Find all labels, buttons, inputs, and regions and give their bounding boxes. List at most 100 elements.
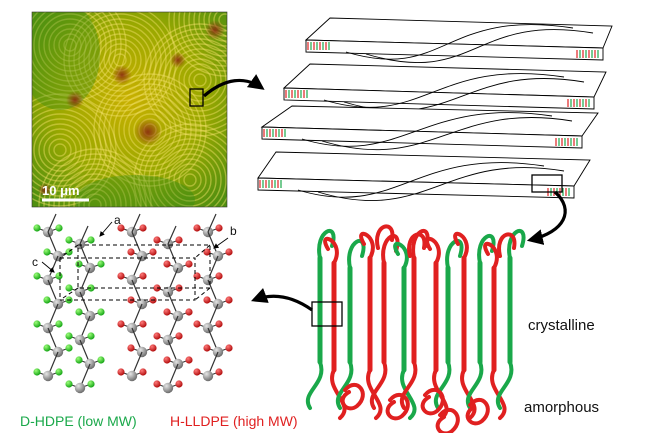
spherulite-ring xyxy=(153,143,227,207)
lattice-bond xyxy=(167,225,177,245)
lattice-bond xyxy=(79,225,89,245)
crystal-lattice xyxy=(33,213,233,394)
carbon-atom xyxy=(42,370,54,382)
hydrogen-atom xyxy=(55,272,63,280)
spherulite-ring xyxy=(188,68,212,92)
spherulite-ring xyxy=(43,153,147,207)
spherulite-ring xyxy=(98,78,202,182)
spherulite-ring xyxy=(88,28,152,92)
carbon-atom xyxy=(162,382,174,394)
hydrogen-atom xyxy=(75,260,83,268)
hydrogen-atom xyxy=(127,248,135,256)
hydrogen-atom xyxy=(75,308,83,316)
zoom-box-micrograph xyxy=(189,88,204,107)
carbon-atom xyxy=(202,370,214,382)
lattice-bond xyxy=(47,213,57,233)
lamella-twist-line xyxy=(321,117,573,151)
spherulite-ring xyxy=(193,73,207,87)
chain-fold-bottom xyxy=(433,360,452,410)
hydrogen-atom xyxy=(65,380,73,388)
chain-fold-top xyxy=(483,241,499,270)
spherulite-ring xyxy=(178,168,202,192)
carbon-atom xyxy=(126,370,138,382)
spherulite-ring xyxy=(33,123,87,177)
hydrogen-atom xyxy=(127,344,135,352)
spherulite-ring xyxy=(48,138,72,162)
hydrogen-atom xyxy=(193,368,201,376)
spherulite-ring xyxy=(168,12,227,77)
spherulite-ring xyxy=(32,12,112,87)
spherulite-ring xyxy=(163,153,217,207)
spherulite-ring xyxy=(208,12,227,37)
hydrogen-atom xyxy=(139,320,147,328)
hydrogen-atom xyxy=(97,356,105,364)
hydrogen-atom xyxy=(215,320,223,328)
spherulite-ring xyxy=(113,93,187,167)
hydrogen-atom xyxy=(153,236,161,244)
hydrogen-atom xyxy=(225,296,233,304)
chain-fold-bottom xyxy=(305,360,324,410)
chain-folding-diagram xyxy=(305,224,526,433)
lamella-twist-line xyxy=(345,24,574,60)
zoom-box-chains xyxy=(311,301,343,327)
spherulite-ring xyxy=(33,12,107,82)
spherulite-ring xyxy=(188,12,227,57)
spherulite-ring xyxy=(133,113,167,147)
chain-fold-top xyxy=(507,228,526,260)
carbon-atom xyxy=(74,382,86,394)
hydrogen-atom xyxy=(139,224,147,232)
chain-fold-top xyxy=(393,241,409,270)
spherulite-ring xyxy=(193,12,227,52)
spherulite-ring xyxy=(78,18,162,102)
spherulite-ring xyxy=(128,108,172,152)
arrow-to-lamellae xyxy=(202,74,265,98)
amorphous-loop xyxy=(340,382,365,411)
spherulite-ring xyxy=(53,143,67,157)
hydrogen-atom xyxy=(215,224,223,232)
hydrogen-atom xyxy=(153,380,161,388)
chain-fold-bottom xyxy=(369,360,388,410)
hydrogen-atom xyxy=(55,368,63,376)
hydrogen-atom xyxy=(175,332,183,340)
hydrogen-atom xyxy=(139,272,147,280)
hydrogen-atom xyxy=(55,224,63,232)
spherulite-ring xyxy=(83,23,157,97)
hydrogen-atom xyxy=(75,356,83,364)
amorphous-loop xyxy=(497,232,517,258)
scale-bar-label: 10 μm xyxy=(42,183,80,198)
lamella-twist-line xyxy=(297,162,545,198)
lamella-twist-line xyxy=(317,167,565,201)
axis-a-label: a xyxy=(114,213,121,227)
unit-cell-back xyxy=(59,257,196,301)
spherulite-ring xyxy=(53,28,87,62)
hydrogen-atom xyxy=(117,224,125,232)
hydrogen-atom xyxy=(97,308,105,316)
hydrogen-atom xyxy=(43,296,51,304)
spherulite-ring xyxy=(138,128,227,207)
chain-fold-bottom xyxy=(335,360,354,410)
lamella-front-face xyxy=(283,87,595,110)
spherulite-ring xyxy=(63,173,127,207)
hydrogen-atom xyxy=(55,320,63,328)
spherulite-ring xyxy=(173,163,207,197)
hydrogen-atom xyxy=(225,344,233,352)
spherulite-ring xyxy=(168,48,227,112)
spherulite-ring xyxy=(153,33,227,127)
hydrogen-atom xyxy=(225,248,233,256)
chain-fold-top xyxy=(359,231,375,260)
spherulite-ring xyxy=(32,12,117,92)
spherulite-ring xyxy=(63,38,77,52)
spherulite-ring xyxy=(38,148,152,207)
lamellar-stack xyxy=(257,17,613,201)
lamella-twist-line xyxy=(323,73,565,108)
hydrogen-atom xyxy=(163,308,171,316)
amorphous-label: amorphous xyxy=(524,399,599,416)
hydrogen-atom xyxy=(117,272,125,280)
crystalline-label: crystalline xyxy=(528,317,595,334)
amorphous-loop xyxy=(385,392,410,421)
hydrogen-atom xyxy=(203,344,211,352)
chain-fold-bottom xyxy=(400,368,417,420)
lamella-front-face xyxy=(257,177,575,199)
amorphous-loop xyxy=(435,407,460,433)
lamella-twist-line xyxy=(365,29,594,63)
